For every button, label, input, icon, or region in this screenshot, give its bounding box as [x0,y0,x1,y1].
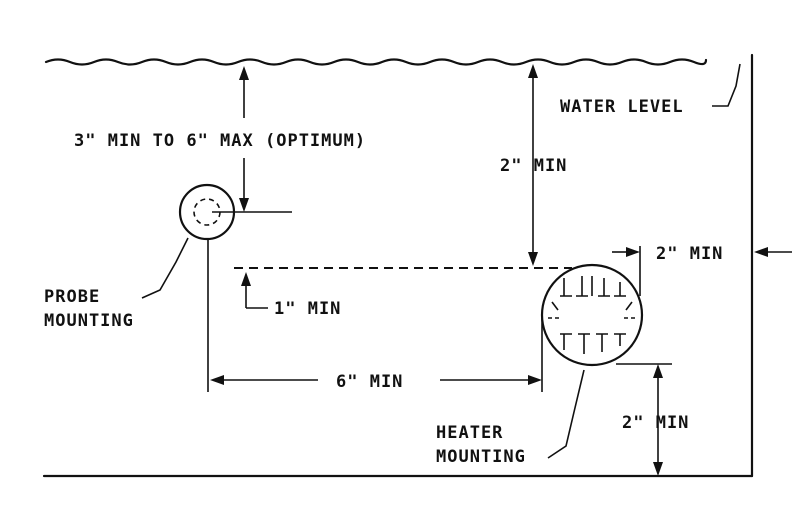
probe-icon [178,183,236,241]
wall-clearance-arrow-left [626,247,640,257]
heater-label-line-one: HEATER [436,423,503,443]
bottom-clearance-label: 2" MIN [622,413,689,433]
bottom-clearance-arrow-top [653,364,663,378]
offset-label: 1" MIN [274,299,341,319]
probe-depth-label: 3" MIN TO 6" MAX (OPTIMUM) [74,131,366,151]
heater-element-icon [548,276,638,354]
water-level-leader [712,63,741,107]
probe-depth-arrow-bottom [239,198,249,212]
heater-label-line-two: MOUNTING [436,447,526,467]
offset-arrow-icon [241,272,251,286]
heater-depth-arrow-bottom [528,252,538,266]
probe-leader [141,237,189,299]
water-level-label: WATER LEVEL [560,97,684,117]
heater-leader [547,369,585,459]
spacing-arrow-right [528,375,542,385]
probe-label-line-two: MOUNTING [44,311,134,331]
wall-clearance-label: 2" MIN [656,244,723,264]
spacing-label: 6" MIN [336,372,403,392]
water-surface [44,58,708,66]
bottom-clearance-arrow-bottom [653,462,663,476]
probe-inner-icon [193,198,221,226]
heater-depth-arrow-top [528,64,538,78]
wall-clearance-arrow-right [754,247,768,257]
heater-depth-label: 2" MIN [500,156,567,176]
spacing-arrow-left [210,375,224,385]
probe-depth-arrow-top [239,66,249,80]
probe-label-line-one: PROBE [44,287,100,307]
